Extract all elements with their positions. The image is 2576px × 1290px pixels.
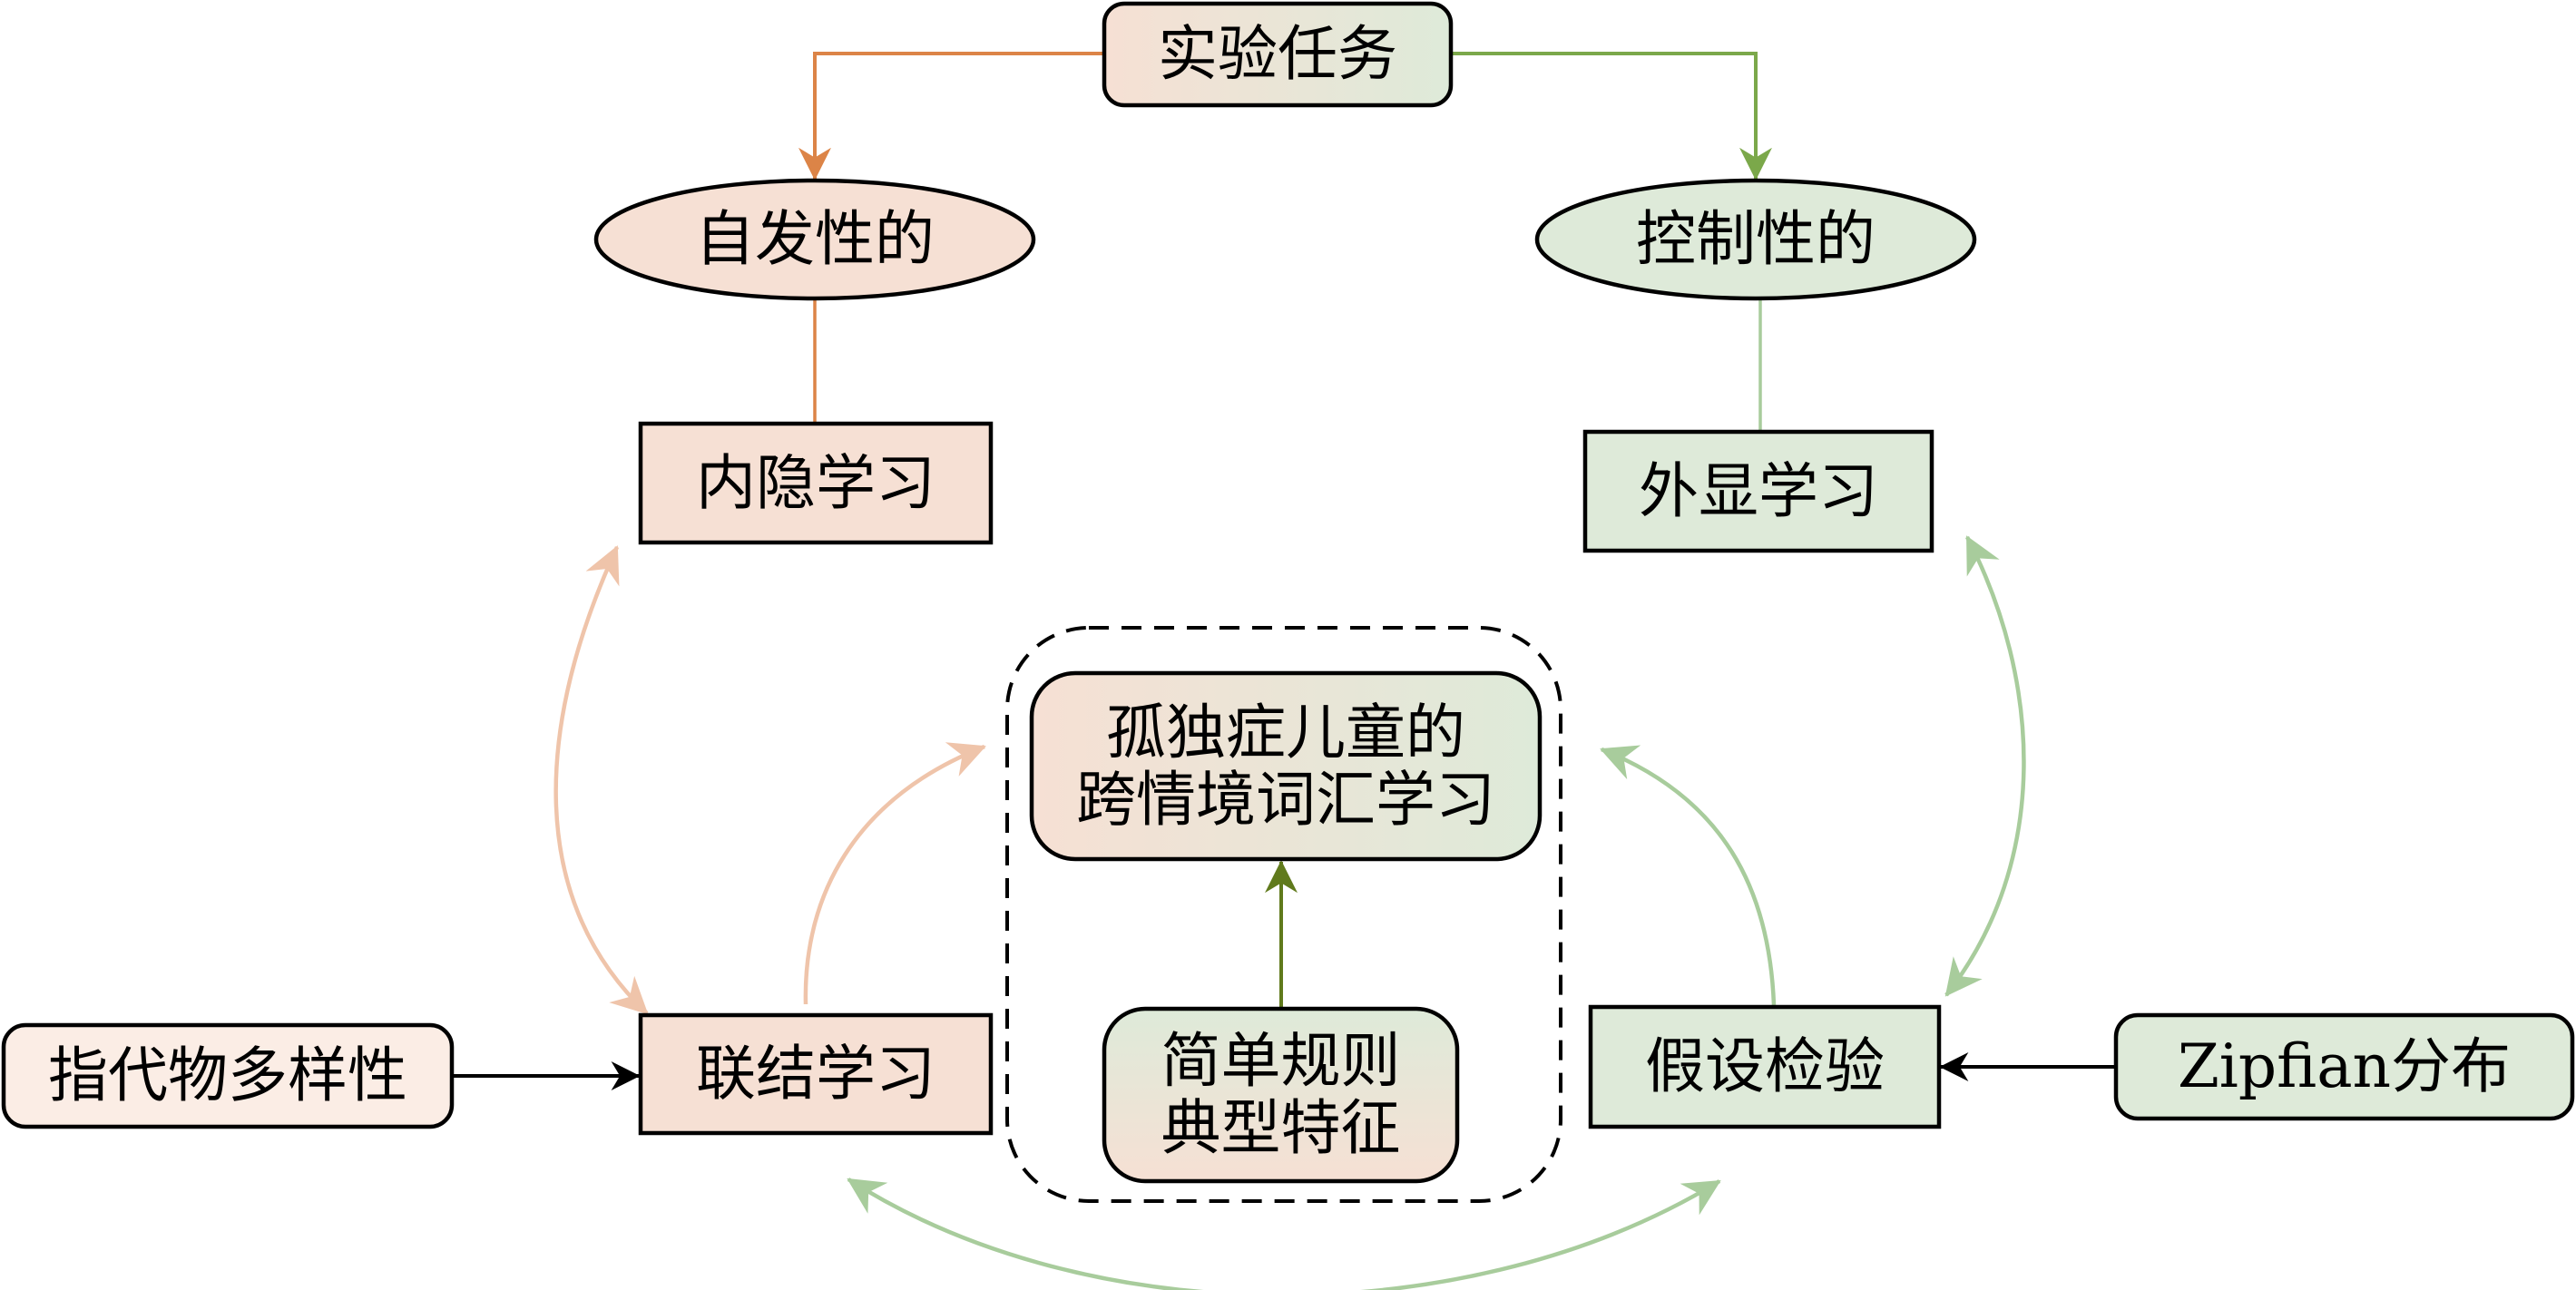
node-center-shape xyxy=(1029,670,1543,862)
node-explicit-label: 外显学习 xyxy=(1639,455,1878,526)
edge-implicit-associative-bidirectional xyxy=(553,545,649,1015)
node-controlled-shape xyxy=(1534,178,1977,301)
node-implicit-learning: 内隐学习 xyxy=(641,424,991,542)
node-controlled: 控制性的 xyxy=(1537,181,1974,298)
edge-hypothesis-to-center xyxy=(1600,745,1777,1006)
edge-task-to-spontaneous xyxy=(798,52,1104,181)
node-task: 实验任务 xyxy=(1104,4,1451,105)
edge-explicit-hypothesis-bidirectional xyxy=(1944,535,2026,997)
node-center-label-line1: 孤独症儿童的 xyxy=(1106,697,1465,767)
node-referent-variability-shape xyxy=(1,1022,455,1129)
node-rules-features: 简单规则 典型特征 xyxy=(1104,1009,1457,1181)
node-referent-variability: 指代物多样性 xyxy=(4,1025,452,1127)
node-spontaneous-label: 自发性的 xyxy=(695,204,935,275)
node-implicit-label: 内隐学习 xyxy=(696,447,935,518)
node-associative-learning: 联结学习 xyxy=(641,1015,991,1133)
node-explicit-shape xyxy=(1582,429,1934,553)
node-zipfian-distribution: Zipfian分布 xyxy=(2116,1015,2572,1119)
node-controlled-label: 控制性的 xyxy=(1636,204,1876,275)
node-rules-shape xyxy=(1102,1006,1460,1184)
node-associative-shape xyxy=(638,1012,994,1136)
node-hypothesis-testing: 假设检验 xyxy=(1591,1007,1939,1127)
node-associative-label: 联结学习 xyxy=(696,1039,935,1109)
node-center-label-line2: 跨情境词汇学习 xyxy=(1076,764,1495,835)
edge-associative-to-center xyxy=(803,742,986,1005)
center-group-dashed-border xyxy=(1005,626,1562,1203)
node-zipfian-label: Zipfian分布 xyxy=(2177,1031,2512,1102)
node-task-label: 实验任务 xyxy=(1158,19,1397,90)
node-hypothesis-shape xyxy=(1588,1004,1942,1129)
node-rules-label-line1: 简单规则 xyxy=(1161,1026,1401,1097)
edge-task-to-controlled xyxy=(1451,52,1772,181)
node-referent-variability-label: 指代物多样性 xyxy=(48,1041,407,1111)
node-explicit-learning: 外显学习 xyxy=(1585,432,1932,551)
node-zipfian-shape xyxy=(2113,1012,2575,1121)
node-hypothesis-label: 假设检验 xyxy=(1645,1031,1885,1102)
node-spontaneous-shape xyxy=(593,178,1036,301)
node-implicit-shape xyxy=(638,421,994,545)
node-rules-label-line2: 典型特征 xyxy=(1161,1093,1401,1163)
node-center-topic: 孤独症儿童的 跨情境词汇学习 xyxy=(1032,673,1540,859)
node-task-shape xyxy=(1102,1,1454,108)
node-spontaneous: 自发性的 xyxy=(596,181,1033,298)
edge-associative-hypothesis-bottom-arc xyxy=(847,1178,1721,1290)
